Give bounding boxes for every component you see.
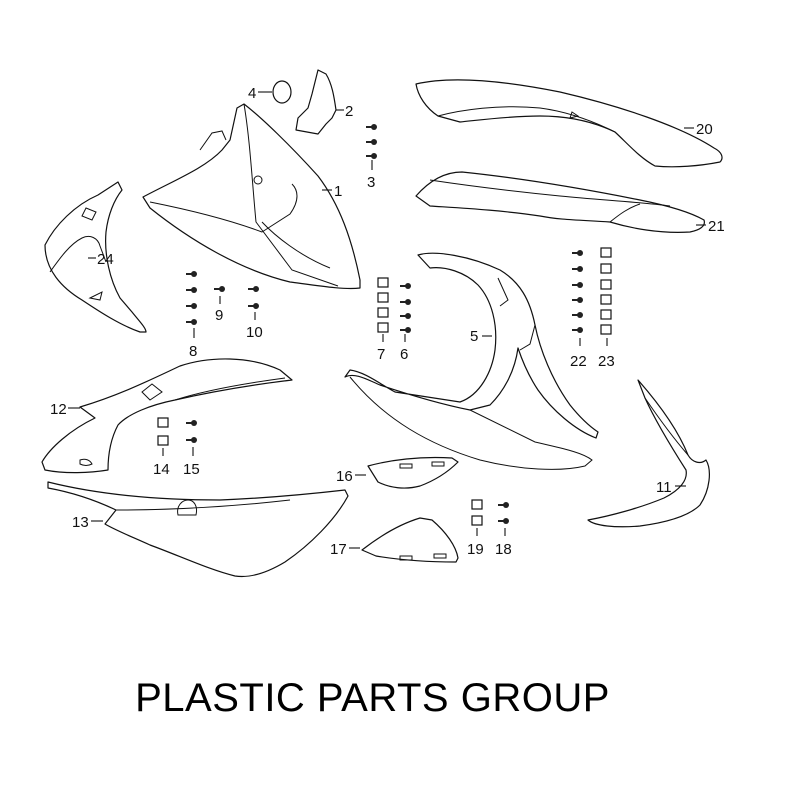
part-9-screw	[214, 286, 225, 304]
part-13-lower-side-panel	[47, 481, 349, 578]
callout-4-label: 4	[248, 85, 256, 102]
callout-18-label: 18	[495, 541, 512, 558]
callout-21-label: 21	[708, 218, 725, 235]
callout-16: 16	[336, 468, 366, 485]
callout-3-label: 3	[367, 174, 375, 191]
callout-17: 17	[330, 541, 360, 558]
part-14-clip-nuts	[157, 417, 169, 456]
callout-11: 11	[656, 479, 686, 496]
callout-14-label: 14	[153, 461, 170, 478]
part-4-cap	[272, 80, 292, 104]
part-5-center-cover	[344, 252, 599, 470]
diagram-title: PLASTIC PARTS GROUP	[135, 676, 610, 720]
callout-1: 1	[322, 183, 342, 200]
part-16-small-panel	[367, 456, 459, 489]
part-19-clip-nuts	[471, 499, 483, 536]
callout-6-label: 6	[400, 346, 408, 363]
part-15-screws	[186, 420, 197, 456]
callout-23-label: 23	[598, 353, 615, 370]
callout-5: 5	[470, 328, 492, 345]
callout-17-label: 17	[330, 541, 347, 558]
part-2-bracket	[295, 69, 337, 135]
callout-24-label: 24	[97, 251, 114, 268]
part-8-screws	[186, 271, 197, 338]
callout-2: 2	[336, 103, 353, 120]
callout-1-label: 1	[334, 183, 342, 200]
part-3-screws	[366, 124, 377, 170]
callout-19-label: 19	[467, 541, 484, 558]
part-10-screws	[248, 286, 259, 320]
callout-22-label: 22	[570, 353, 587, 370]
callout-2-label: 2	[345, 103, 353, 120]
part-6-screws	[400, 283, 411, 342]
callout-5-label: 5	[470, 328, 478, 345]
part-21-lower-rear-cover	[415, 171, 705, 233]
part-24-front-side-cover	[44, 181, 147, 333]
callout-16-label: 16	[336, 468, 353, 485]
part-7-clip-nuts	[377, 277, 389, 342]
part-12-side-panel	[41, 358, 293, 474]
callout-13: 13	[72, 514, 103, 531]
callout-10-label: 10	[246, 324, 263, 341]
callout-9-label: 9	[215, 307, 223, 324]
callout-15-label: 15	[183, 461, 200, 478]
part-11-rear-fender	[587, 379, 710, 528]
callout-4: 4	[248, 85, 272, 102]
callout-12-label: 12	[50, 401, 67, 418]
callout-11-label: 11	[656, 479, 672, 496]
callout-20-label: 20	[696, 121, 713, 138]
part-17-small-panel	[361, 517, 459, 563]
callout-8-label: 8	[189, 343, 197, 360]
part-22-screws	[572, 250, 583, 346]
callout-13-label: 13	[72, 514, 89, 531]
part-23-clip-nuts	[600, 247, 612, 346]
callout-20: 20	[684, 121, 713, 138]
callout-21: 21	[696, 218, 725, 235]
callout-7-label: 7	[377, 346, 385, 363]
part-18-screws	[498, 502, 509, 536]
callout-12: 12	[50, 401, 80, 418]
callout-24: 24	[88, 251, 114, 268]
part-1-front-shield	[142, 103, 361, 290]
part-20-upper-rear-cover	[415, 79, 723, 168]
